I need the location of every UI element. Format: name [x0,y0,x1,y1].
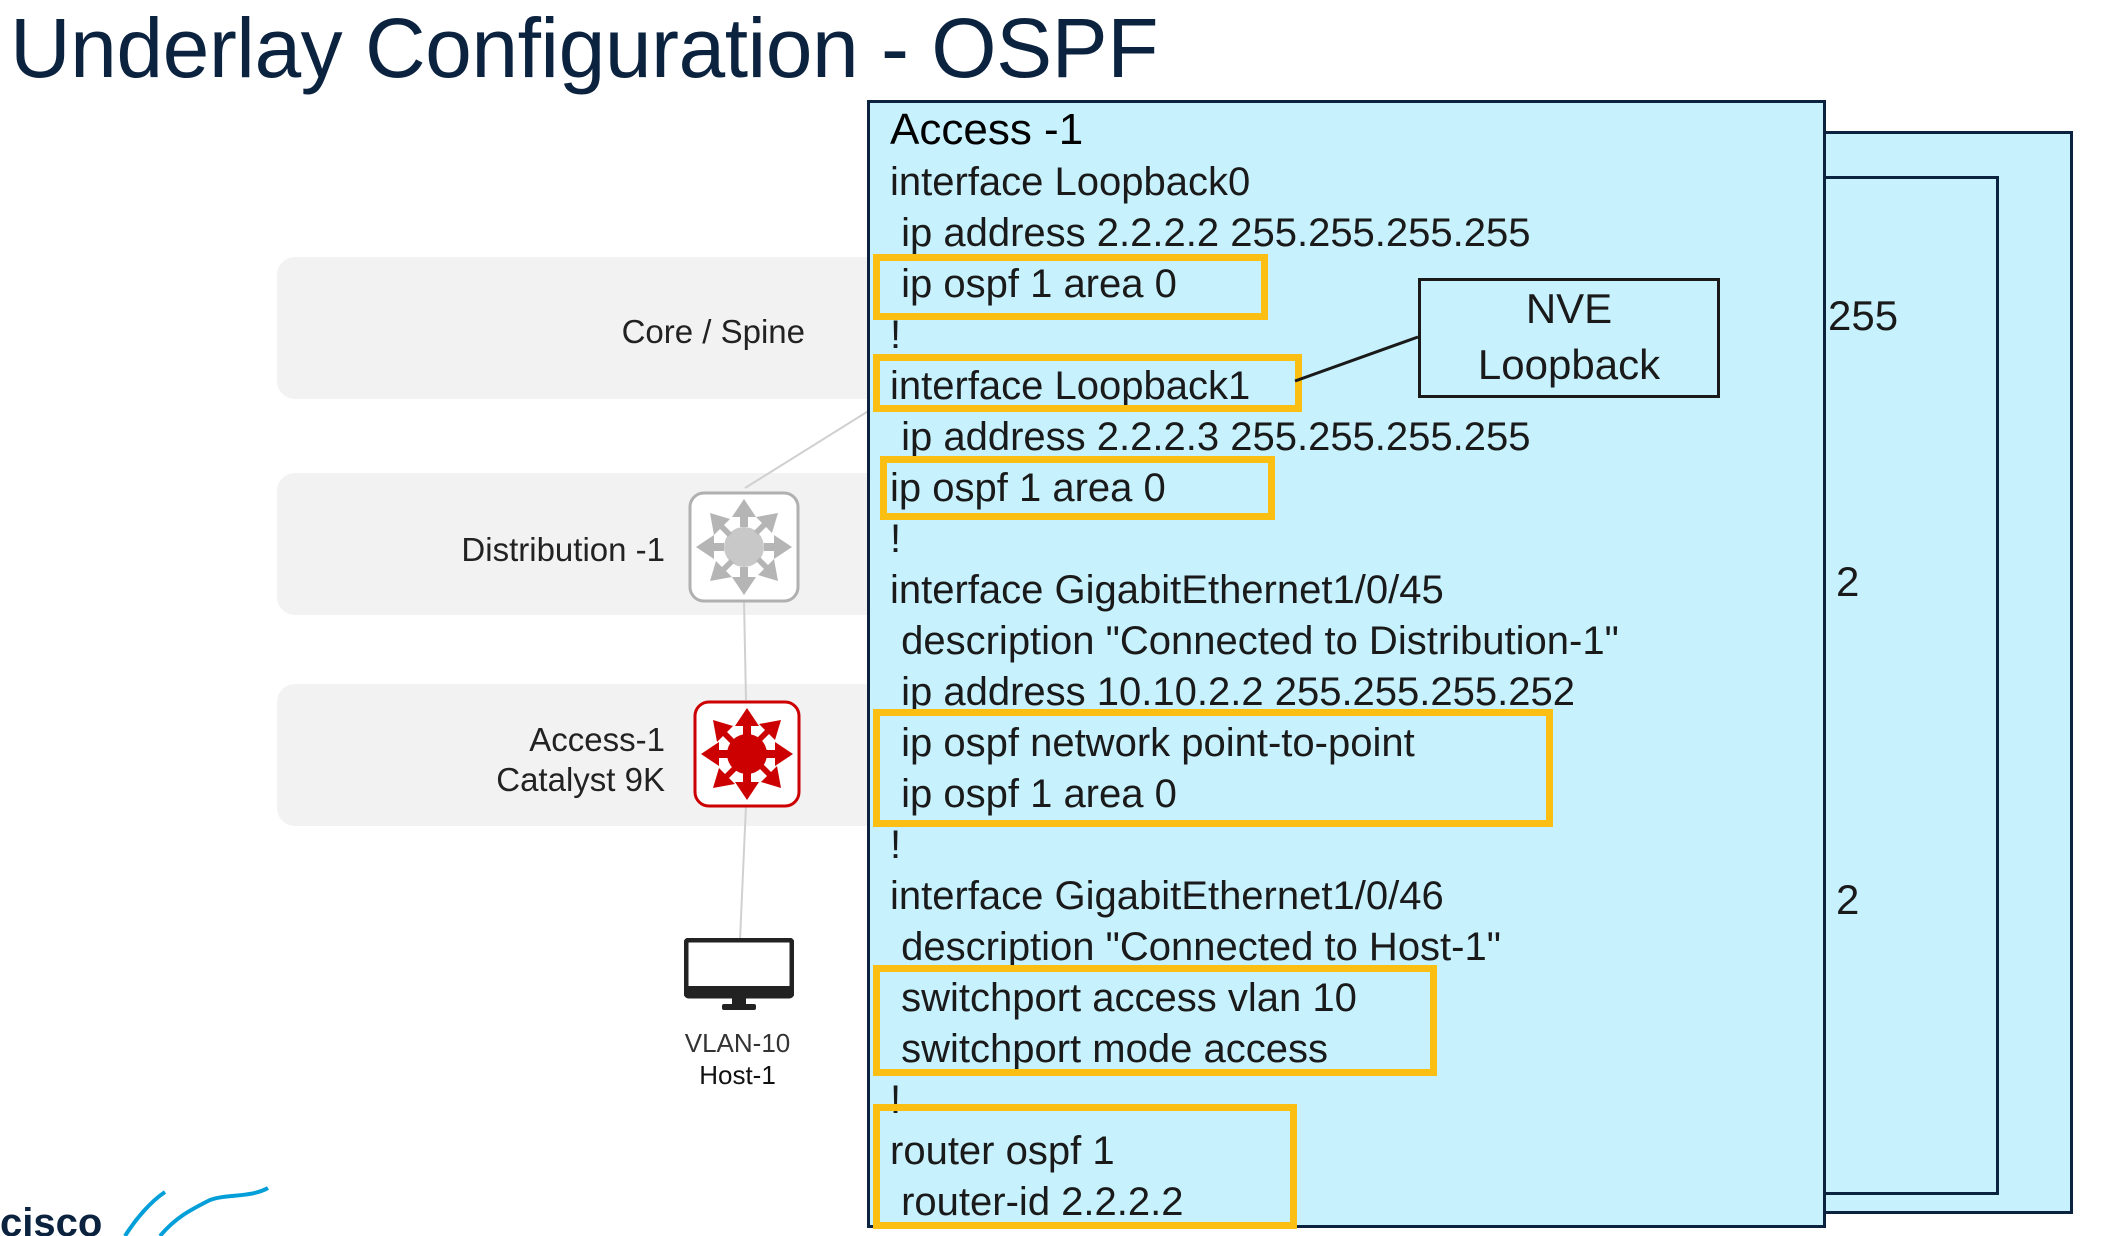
access-switch-icon [693,700,801,808]
config-line: ip address 10.10.2.2 255.255.255.252 [890,670,1575,714]
cisco-live-logo: cisco [0,1186,269,1236]
config-line: interface GigabitEthernet1/0/46 [890,874,1444,918]
config-line: ip ospf 1 area 0 [890,466,1166,510]
config-line: interface GigabitEthernet1/0/45 [890,568,1444,612]
access-row-label-line1: Access-1 [529,721,665,758]
highlight-host-switchport [873,965,1437,1076]
config-line: ip address 2.2.2.3 255.255.255.255 [890,415,1531,459]
back-panel-text-3: 2 [1836,876,1860,923]
host-vlan-label: VLAN-10 [684,1028,791,1058]
distribution-row-label: Distribution -1 [461,531,665,568]
config-line: ip ospf 1 area 0 [890,262,1177,306]
access-row-band [277,684,917,826]
callout-line1: NVE [1525,285,1613,332]
highlight-loopback1-ospf [880,456,1275,520]
slide-title: Underlay Configuration - OSPF [10,1,1159,95]
config-line: ! [890,517,902,561]
config-line: ip ospf network point-to-point [890,721,1415,765]
config-line: ! [890,313,902,357]
host-monitor-icon [684,938,794,1010]
config-line: description "Connected to Host-1" [890,925,1501,969]
highlight-loopback0-ospf [873,254,1268,320]
highlight-loopback1-interface [873,354,1302,412]
config-device-heading: Access -1 [890,105,1084,154]
host-label: VLAN-10 Host-1 [660,1027,815,1091]
back-panel-text-2: 2 [1836,558,1860,605]
config-line: ip address 2.2.2.2 255.255.255.255 [890,211,1531,255]
config-line: router-id 2.2.2.2 [890,1180,1184,1224]
config-line: switchport access vlan 10 [890,976,1357,1020]
cisco-logo-text: cisco [0,1201,102,1236]
back-panel-text-1: 255 [1828,292,1899,339]
callout-line2: Loopback [1477,341,1661,388]
config-line: ip ospf 1 area 0 [890,772,1177,816]
highlight-uplink-ospf [873,709,1553,827]
distribution-row-band [277,473,917,615]
config-line: ! [890,823,902,867]
config-line: interface Loopback1 [890,364,1251,408]
host-name-label: Host-1 [699,1060,776,1090]
distribution-switch-icon [688,491,800,603]
config-line: interface Loopback0 [890,160,1251,204]
config-line: ! [890,1078,902,1122]
access-row-label-line2: Catalyst 9K [496,760,665,798]
config-line: switchport mode access [890,1027,1328,1071]
config-line: description "Connected to Distribution-1… [890,619,1619,663]
core-row-band [277,257,917,399]
config-line: router ospf 1 [890,1129,1115,1173]
access-row-label: Access-1 Catalyst 9K [420,720,665,799]
highlight-router-ospf [873,1104,1297,1229]
core-row-label: Core / Spine [621,313,805,350]
nve-loopback-callout: NVE Loopback [1418,278,1720,398]
